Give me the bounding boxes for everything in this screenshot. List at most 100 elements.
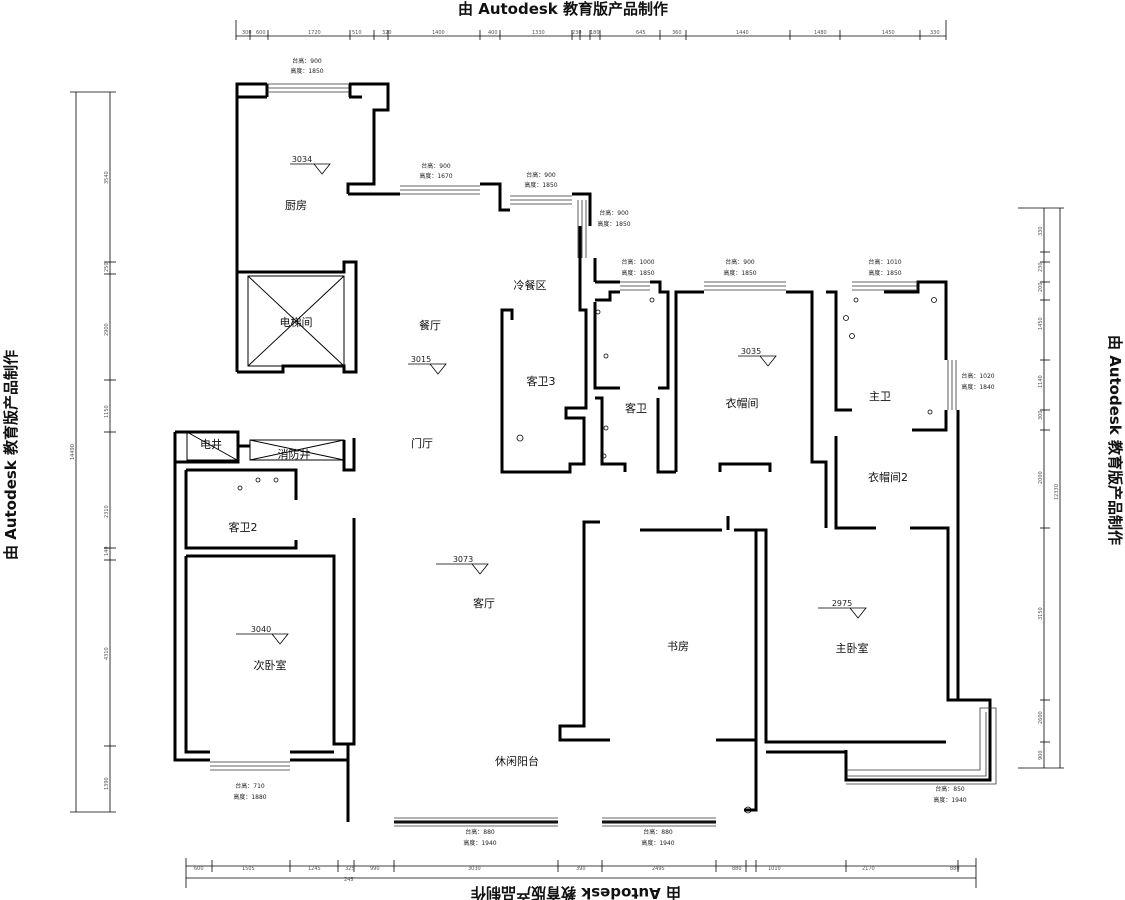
window-openings <box>210 83 997 827</box>
dim-right: 2600 <box>1038 711 1044 724</box>
watermark-bottom: 由 Autodesk 教育版产品制作 <box>471 884 681 900</box>
dim-bottom: 880 <box>950 866 960 872</box>
watermark-right: 由 Autodesk 教育版产品制作 <box>1106 335 1124 545</box>
dim-left-total: 14490 <box>70 444 76 460</box>
elevation-value: 3015 <box>411 355 431 364</box>
window-sill: 台高：1020 <box>961 372 994 380</box>
watermark-left: 由 Autodesk 教育版产品制作 <box>2 350 20 560</box>
room-label-cloakroom-2: 衣帽间2 <box>868 470 908 484</box>
window-sill: 台高：1000 <box>621 258 654 266</box>
dim-top: 600 <box>256 30 266 36</box>
window-sill: 台高：880 <box>643 828 673 836</box>
window-height: 高度：1850 <box>723 269 756 277</box>
room-label-foyer: 门厅 <box>411 436 433 450</box>
window-height: 高度：1840 <box>961 383 994 391</box>
room-label-kitchen: 厨房 <box>285 199 307 212</box>
dim-right: 1140 <box>1038 375 1044 388</box>
dim-right-total: 12330 <box>1054 484 1060 500</box>
room-label-leisure-balcony: 休闲阳台 <box>495 754 539 768</box>
window-height: 高度：1850 <box>597 220 630 228</box>
room-label-guest-bath: 客卫 <box>625 401 647 415</box>
dim-top: 320 <box>382 30 392 36</box>
window-sill: 台高：880 <box>465 828 495 836</box>
elevation-value: 2975 <box>832 599 852 608</box>
dim-bottom: 1505 <box>242 866 255 872</box>
window-height: 高度：1850 <box>621 269 654 277</box>
dim-right: 1450 <box>1038 317 1044 330</box>
dim-left: 3540 <box>104 171 110 184</box>
elevation-values: 3034 3015 3035 3073 3040 2975 <box>251 155 852 634</box>
watermark-top: 由 Autodesk 教育版产品制作 <box>458 0 668 18</box>
dim-left: 250 <box>104 262 110 272</box>
room-label-master-bedroom: 主卧室 <box>836 641 869 655</box>
window-height: 高度：1670 <box>419 172 452 180</box>
dim-right: 3150 <box>1038 607 1044 620</box>
dim-top: 360 <box>672 30 682 36</box>
dim-bottom: 325 <box>345 866 355 872</box>
dim-left: 140 <box>104 546 110 556</box>
dim-right: 900 <box>1038 750 1044 760</box>
dim-top: 330 <box>930 30 940 36</box>
dim-bottom: 2495 <box>652 866 665 872</box>
window-height: 高度：1940 <box>463 839 496 847</box>
dim-right: 330 <box>1038 226 1044 236</box>
window-sill: 台高：850 <box>935 785 965 793</box>
dimension-lines <box>70 20 1064 888</box>
window-height: 高度：1850 <box>868 269 901 277</box>
dim-bottom: 1245 <box>308 866 321 872</box>
dim-right: 2000 <box>1038 471 1044 484</box>
window-sill: 台高：900 <box>725 258 755 266</box>
dim-bottom: 1010 <box>768 866 781 872</box>
dim-bottom: 880 <box>732 866 742 872</box>
room-label-guest-bath-2: 客卫2 <box>229 520 258 534</box>
window-sill: 台高：710 <box>235 782 265 790</box>
elevation-value: 3035 <box>741 347 761 356</box>
dim-top: 1720 <box>308 30 321 36</box>
dim-bottom: 390 <box>576 866 586 872</box>
dim-top: 1330 <box>532 30 545 36</box>
room-label-living-room: 客厅 <box>473 596 495 610</box>
dim-left: 4310 <box>104 647 110 660</box>
dim-top: 1480 <box>814 30 827 36</box>
dim-top: 180 <box>590 30 600 36</box>
elevation-value: 3034 <box>292 155 312 164</box>
dim-bottom: 600 <box>194 866 204 872</box>
dim-left: 2900 <box>104 323 110 336</box>
window-height: 高度：1850 <box>290 67 323 75</box>
room-label-dining: 餐厅 <box>419 318 441 332</box>
dim-right: 230 <box>1038 262 1044 272</box>
room-label-cold-meal: 冷餐区 <box>514 278 547 292</box>
room-label-cloakroom: 衣帽间 <box>726 396 759 410</box>
room-label-elevator: 电梯间 <box>280 316 313 329</box>
dim-top: 510 <box>352 30 362 36</box>
window-sill: 台高：1010 <box>868 258 901 266</box>
window-sill: 台高：900 <box>292 57 322 65</box>
dim-left: 1390 <box>104 777 110 790</box>
dim-right: 200 <box>1038 282 1044 292</box>
elevation-value: 3073 <box>453 555 473 564</box>
walls <box>173 82 992 824</box>
dim-bottom-sub: 245 <box>344 877 354 883</box>
dim-left: 2310 <box>104 505 110 518</box>
dim-bottom: 990 <box>370 866 380 872</box>
dimension-texts: 300 600 1720 510 320 1400 400 1330 230 1… <box>70 30 1060 883</box>
fixtures <box>237 297 937 814</box>
window-height: 高度：1850 <box>524 181 557 189</box>
window-height: 高度：1940 <box>933 796 966 804</box>
dim-top: 1450 <box>882 30 895 36</box>
dim-top: 300 <box>242 30 252 36</box>
dim-top: 1400 <box>432 30 445 36</box>
dim-right: 300 <box>1038 410 1044 420</box>
dim-top: 230 <box>572 30 582 36</box>
room-label-fire-well: 消防井 <box>278 447 311 461</box>
window-sill: 台高：900 <box>599 209 629 217</box>
dim-bottom: 2170 <box>862 866 875 872</box>
window-height: 高度：1880 <box>233 793 266 801</box>
dim-left: 1150 <box>104 405 110 418</box>
window-height: 高度：1940 <box>641 839 674 847</box>
window-annotations: 台高：900 高度：1850 台高：900 高度：1670 台高：900 高度：… <box>233 57 994 847</box>
room-label-guest-bath-3: 客卫3 <box>527 374 556 388</box>
room-label-study: 书房 <box>667 640 689 653</box>
window-sill: 台高：900 <box>526 171 556 179</box>
